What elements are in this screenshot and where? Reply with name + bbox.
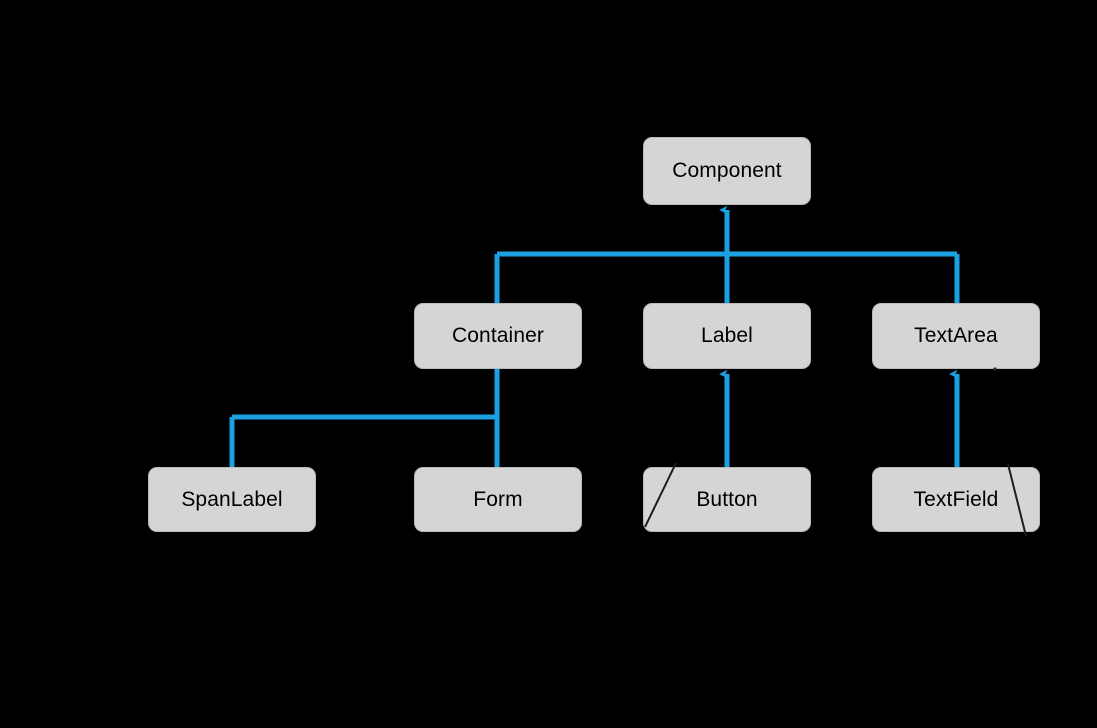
node-component[interactable]: Component (643, 137, 811, 205)
node-label-button: Button (696, 487, 758, 511)
node-label-component: Component (672, 159, 782, 182)
node-container[interactable]: Container (414, 303, 582, 369)
node-label-form: Form (473, 487, 523, 511)
node-label-textarea: TextArea (914, 324, 998, 347)
node-form[interactable]: Form (414, 467, 582, 532)
node-label-label: Label (701, 324, 753, 347)
node-textfield[interactable]: TextField (872, 467, 1040, 532)
node-label-container: Container (452, 324, 544, 347)
node-spanlabel[interactable]: SpanLabel (148, 467, 316, 532)
node-label-textfield: TextField (913, 487, 999, 511)
node-textarea[interactable]: TextArea (872, 303, 1040, 369)
node-label[interactable]: Label (643, 303, 811, 369)
node-label-spanlabel: SpanLabel (181, 487, 283, 511)
node-button[interactable]: Button (643, 467, 811, 532)
